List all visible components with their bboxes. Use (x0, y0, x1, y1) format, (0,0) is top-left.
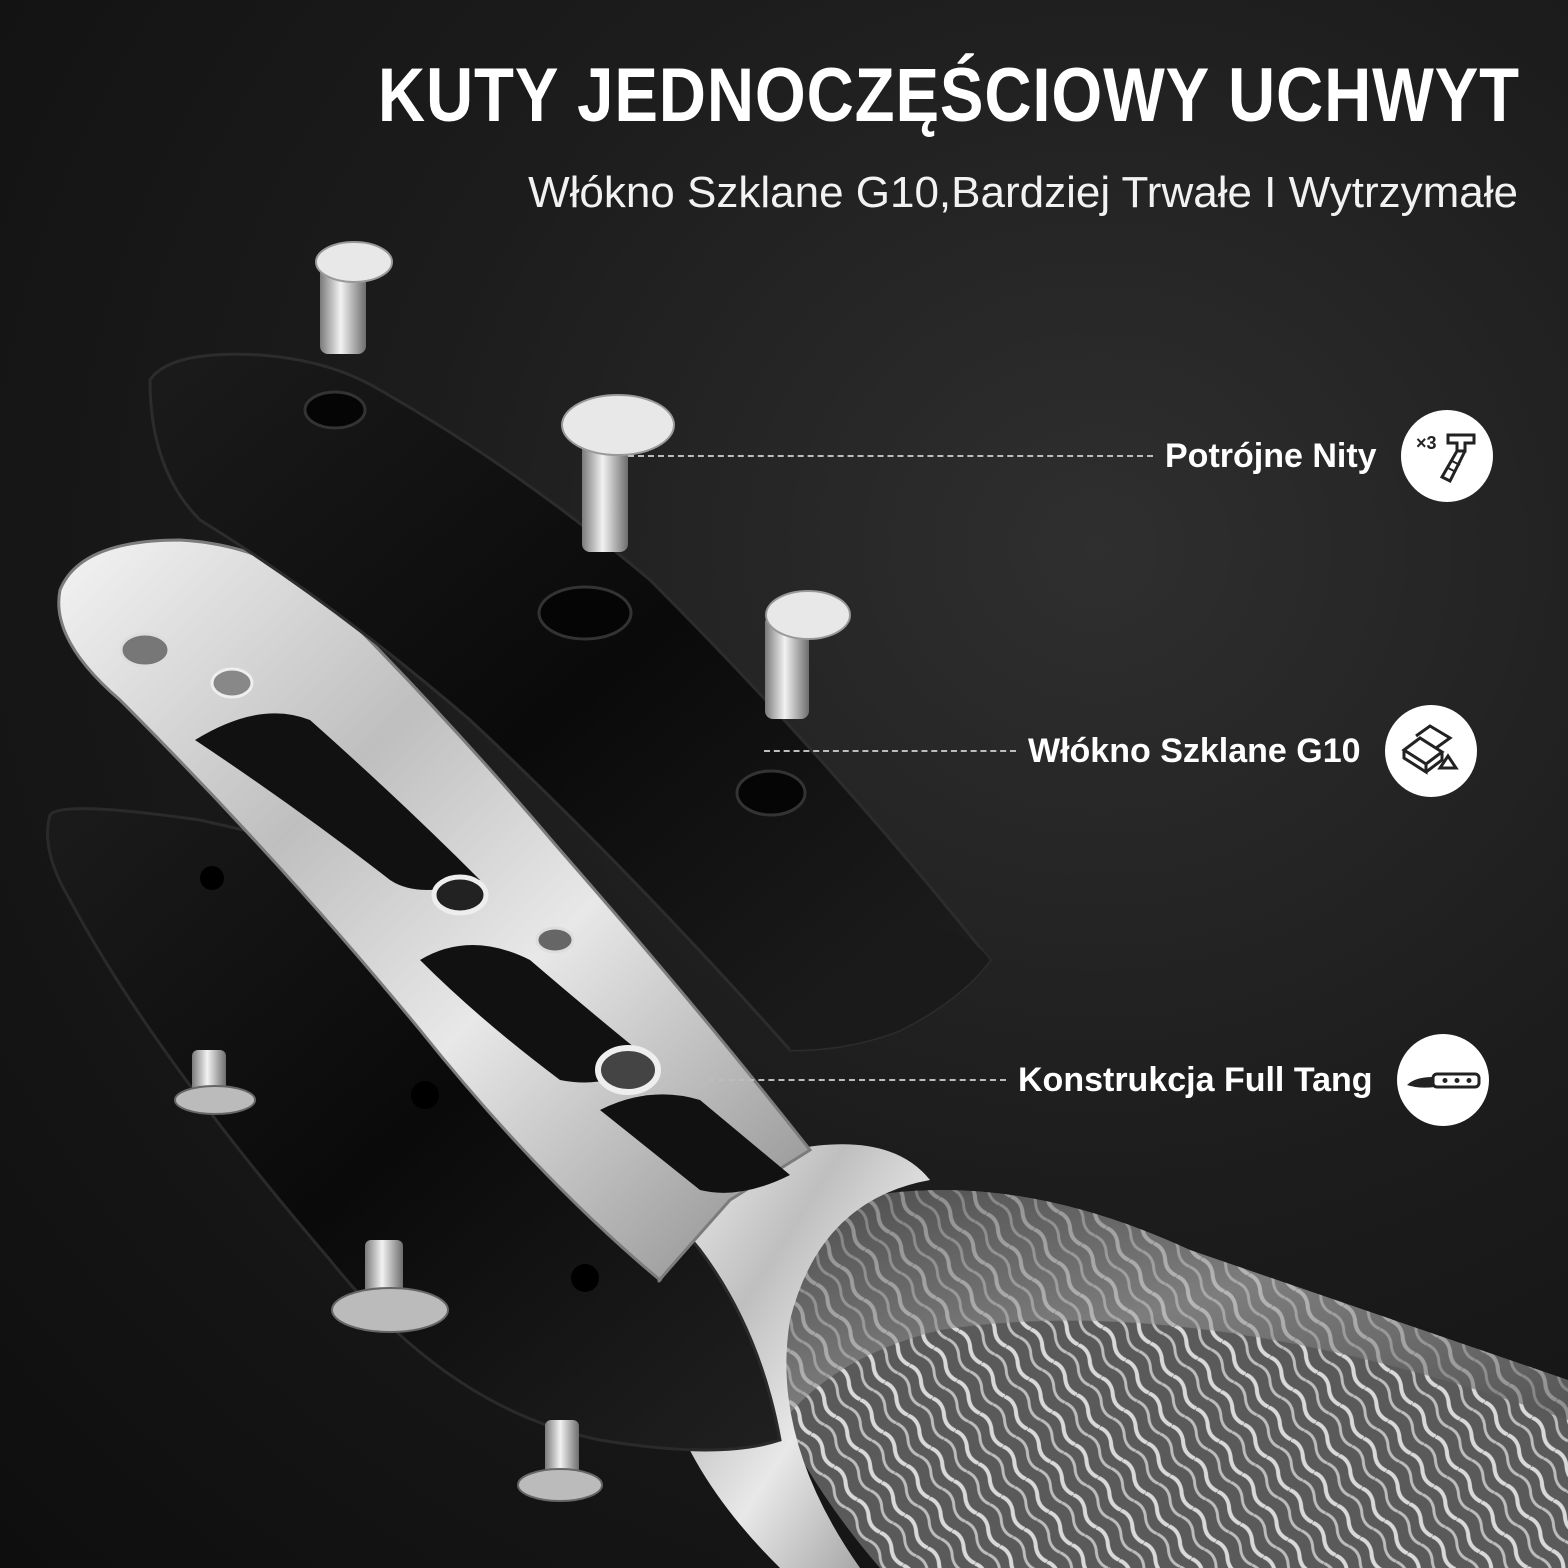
page-subtitle: Włókno Szklane G10,Bardziej Trwałe I Wyt… (528, 168, 1518, 217)
feature-g10-fiber: Włókno Szklane G10 (764, 705, 1477, 797)
dashed-leader-line (708, 1079, 1006, 1081)
triple-rivet-count: ×3 (1416, 433, 1437, 453)
triple-rivet-icon: ×3 (1400, 410, 1493, 502)
g10-material-icon (1384, 705, 1477, 797)
feature-label: Konstrukcja Full Tang (1018, 1060, 1373, 1099)
feature-label: Włókno Szklane G10 (1028, 731, 1361, 770)
page-title: KUTY JEDNOCZĘŚCIOWY UCHWYT (377, 53, 1520, 138)
dashed-leader-line (764, 750, 1016, 752)
bolster (653, 1144, 930, 1568)
rivet-bottom-2 (331, 1240, 449, 1333)
feature-triple-rivets: Potrójne Nity ×3 (628, 410, 1493, 502)
rivet-bottom-1 (174, 1050, 256, 1115)
rivet-bottom-3 (517, 1420, 603, 1502)
rivet-2 (561, 394, 675, 552)
dashed-leader-line (628, 455, 1153, 457)
rivet-1 (315, 241, 393, 354)
feature-label: Potrójne Nity (1165, 436, 1377, 475)
full-tang-knife-icon (1396, 1034, 1489, 1126)
feature-full-tang: Konstrukcja Full Tang (708, 1034, 1489, 1126)
rivet-3 (765, 590, 851, 719)
